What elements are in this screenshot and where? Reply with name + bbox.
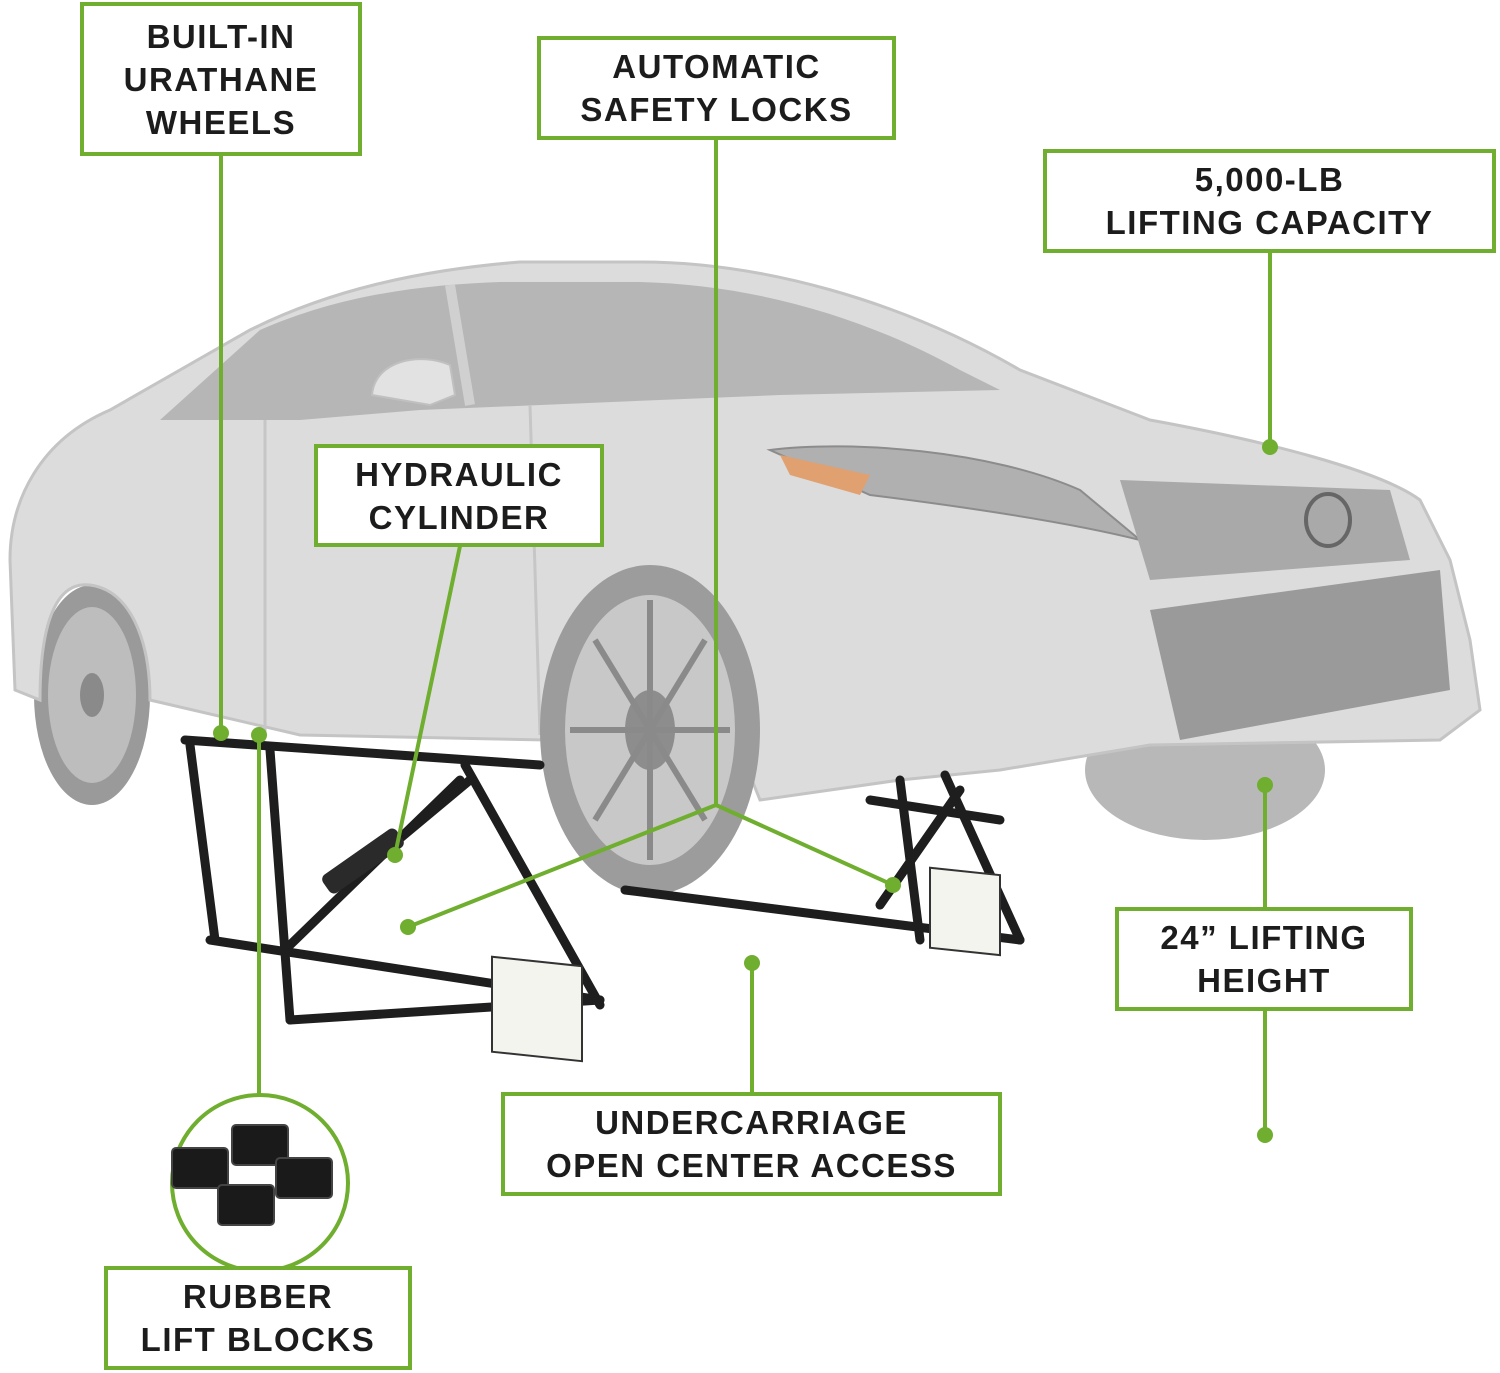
callout-line: BUILT-IN — [146, 17, 296, 55]
callout-hydraulic-cylinder: HYDRAULIC CYLINDER — [314, 444, 604, 547]
leader-lines — [219, 138, 1272, 1135]
callout-line: 5,000-LB — [1194, 161, 1345, 198]
front-grille — [1150, 570, 1450, 740]
callout-line: URATHANE — [123, 60, 319, 98]
callout-safety-locks: AUTOMATIC SAFETY LOCKS — [537, 36, 896, 140]
safety-decal-right — [929, 866, 1001, 957]
car — [8, 260, 1482, 895]
callout-line: RUBBER — [182, 1278, 334, 1315]
hydraulic-cylinder — [322, 828, 404, 894]
callout-undercarriage-access: UNDERCARRIAGE OPEN CENTER ACCESS — [501, 1092, 1002, 1196]
callout-line: LIFTING CAPACITY — [1105, 204, 1434, 241]
car-emblem — [1304, 492, 1352, 548]
callout-line: HYDRAULIC — [355, 455, 563, 493]
car-windows — [160, 282, 1000, 420]
callout-line: LIFT BLOCKS — [140, 1321, 376, 1358]
rubber-blocks — [171, 1124, 333, 1226]
headlight — [766, 445, 1141, 541]
callout-line: CYLINDER — [368, 498, 550, 536]
callout-line: SAFETY LOCKS — [580, 91, 853, 128]
callout-rubber-blocks: RUBBER LIFT BLOCKS — [104, 1266, 412, 1370]
callout-lifting-capacity: 5,000-LB LIFTING CAPACITY — [1043, 149, 1496, 253]
callout-line: WHEELS — [145, 103, 297, 141]
callout-line: OPEN CENTER ACCESS — [546, 1147, 957, 1184]
safety-decal-left — [491, 955, 583, 1063]
front-wheel — [540, 565, 760, 895]
callout-line: HEIGHT — [1197, 962, 1331, 999]
side-mirror — [370, 358, 457, 407]
callout-lifting-height: 24” LIFTING HEIGHT — [1115, 907, 1413, 1011]
callout-line: UNDERCARRIAGE — [595, 1104, 908, 1141]
rear-wheel — [34, 585, 150, 805]
callout-line: AUTOMATIC — [612, 48, 821, 85]
leader-dots — [213, 439, 1278, 1143]
callout-urathane-wheels: BUILT-IN URATHANE WHEELS — [80, 2, 362, 156]
callout-line: 24” LIFTING — [1160, 919, 1368, 956]
